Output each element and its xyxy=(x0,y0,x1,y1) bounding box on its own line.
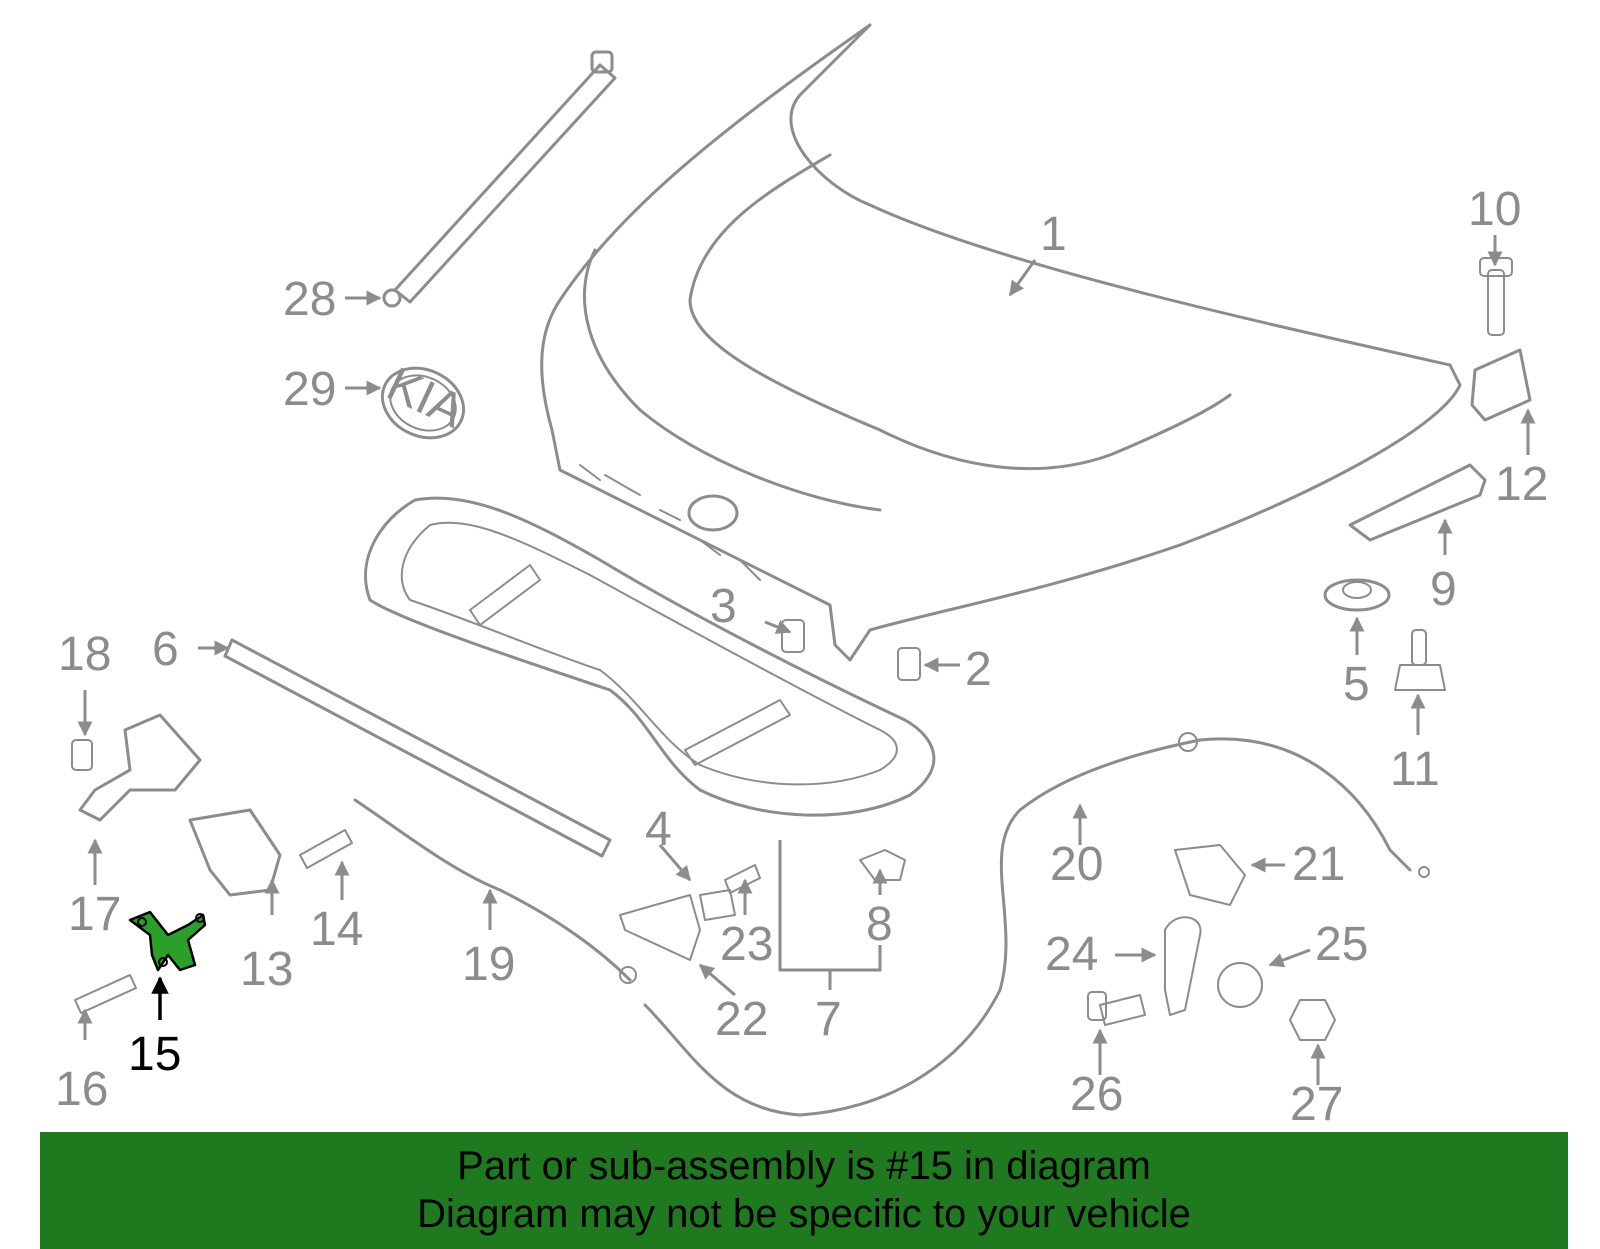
callout-18: 18 xyxy=(58,628,111,681)
kia-emblem: KIA xyxy=(379,358,472,440)
callout-labels: 1 2 3 4 5 6 7 8 9 10 11 12 13 14 15 16 1… xyxy=(55,183,1548,1131)
banner-line-part: Part or sub-assembly is #15 in diagram xyxy=(457,1144,1151,1188)
callout-8: 8 xyxy=(866,898,893,951)
callout-17: 17 xyxy=(68,888,121,941)
callout-1: 1 xyxy=(1040,208,1067,261)
callout-4: 4 xyxy=(645,803,672,856)
banner-line-disclaimer: Diagram may not be specific to your vehi… xyxy=(417,1192,1191,1236)
callout-9: 9 xyxy=(1430,563,1457,616)
callout-3: 3 xyxy=(710,580,737,633)
callout-7: 7 xyxy=(815,993,842,1046)
hood-bumpers xyxy=(781,619,921,681)
callout-2: 2 xyxy=(965,643,992,696)
callout-13: 13 xyxy=(240,943,293,996)
highlighted-part-15 xyxy=(128,910,207,972)
callout-15: 15 xyxy=(128,1028,181,1081)
callout-14: 14 xyxy=(310,903,363,956)
callout-26: 26 xyxy=(1070,1068,1123,1121)
callout-16: 16 xyxy=(55,1063,108,1116)
info-banner: Part or sub-assembly is #15 in diagram D… xyxy=(40,1132,1568,1249)
hood-panel xyxy=(540,23,1462,662)
gas-strut xyxy=(382,50,617,308)
weatherstrip xyxy=(223,638,612,858)
callout-12: 12 xyxy=(1495,458,1548,511)
callout-11: 11 xyxy=(1390,743,1440,796)
callout-10: 10 xyxy=(1468,183,1521,236)
callout-24: 24 xyxy=(1045,928,1098,981)
callout-6: 6 xyxy=(152,623,179,676)
leader-arrows xyxy=(77,235,1536,1085)
callout-21: 21 xyxy=(1292,838,1345,891)
callout-19: 19 xyxy=(462,938,515,991)
callout-22: 22 xyxy=(715,993,768,1046)
callout-29: 29 xyxy=(283,363,336,416)
release-cables xyxy=(353,732,1430,1117)
callout-5: 5 xyxy=(1343,658,1370,711)
callout-28: 28 xyxy=(283,273,336,326)
hood-insulator xyxy=(364,496,936,817)
callout-23: 23 xyxy=(720,918,773,971)
callout-20: 20 xyxy=(1050,838,1103,891)
hood-hinge-assembly xyxy=(1323,257,1532,691)
callout-25: 25 xyxy=(1315,918,1368,971)
callout-27: 27 xyxy=(1290,1078,1343,1131)
